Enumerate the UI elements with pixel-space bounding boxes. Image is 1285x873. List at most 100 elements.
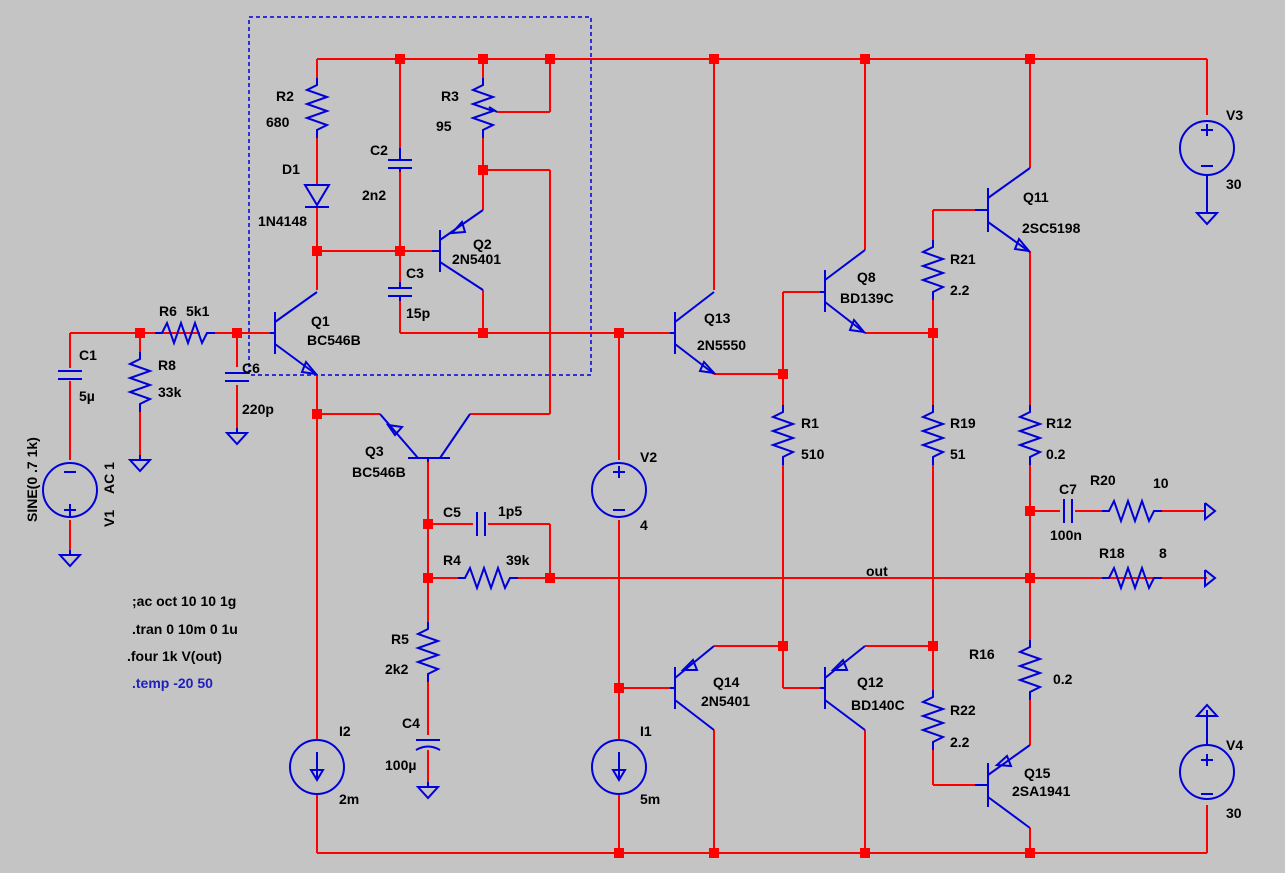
q13-value: 2N5550 <box>697 337 746 353</box>
q13-ref: Q13 <box>704 310 731 326</box>
junction-dot <box>545 573 555 583</box>
c5-ref: C5 <box>443 504 461 520</box>
r19-symbol <box>919 405 947 465</box>
junction-dot <box>1025 506 1035 516</box>
junction-dot <box>423 573 433 583</box>
v4-value: 30 <box>1226 805 1242 821</box>
r18-ref: R18 <box>1099 545 1125 561</box>
r1-ref: R1 <box>801 415 819 431</box>
r12-symbol <box>1016 405 1044 465</box>
r19-ref: R19 <box>950 415 976 431</box>
junction-dot <box>614 328 624 338</box>
r5-value: 2k2 <box>385 661 409 677</box>
ground-icon <box>1196 207 1218 225</box>
r2-value: 680 <box>266 114 290 130</box>
r6-ref: R6 <box>159 303 177 319</box>
junction-dot <box>614 848 624 858</box>
r4-value: 39k <box>506 552 530 568</box>
junction-dot <box>545 54 555 64</box>
q15-symbol <box>975 744 1031 829</box>
junctions <box>135 54 1035 858</box>
net-label-out: out <box>866 563 888 579</box>
i2-value: 2m <box>339 791 359 807</box>
c7-symbol <box>1063 499 1073 523</box>
q11-value: 2SC5198 <box>1022 220 1081 236</box>
r21-symbol <box>919 240 947 300</box>
junction-dot <box>614 683 624 693</box>
q8-symbol <box>820 249 867 334</box>
q12-value: BD140C <box>851 697 905 713</box>
r12-value: 0.2 <box>1046 446 1066 462</box>
d1-value: 1N4148 <box>258 213 307 229</box>
q1-ref: Q1 <box>311 313 330 329</box>
c3-value: 15p <box>406 305 430 321</box>
v4-symbol <box>1179 716 1235 800</box>
q2-value: 2N5401 <box>452 251 501 267</box>
r5-symbol <box>414 622 442 682</box>
q2-symbol <box>432 209 484 291</box>
c7-value: 100n <box>1050 527 1082 543</box>
q11-symbol <box>975 167 1032 253</box>
q3-symbol <box>379 413 471 462</box>
r8-ref: R8 <box>158 357 176 373</box>
c1-symbol <box>58 370 82 380</box>
r6-symbol <box>155 319 215 347</box>
q8-value: BD139C <box>840 290 894 306</box>
junction-dot <box>1025 848 1035 858</box>
directive-ac: ;ac oct 10 10 1g <box>132 593 236 609</box>
q12-ref: Q12 <box>857 674 884 690</box>
i1-symbol <box>591 739 647 795</box>
c6-value: 220p <box>242 401 274 417</box>
q14-symbol <box>670 645 715 731</box>
q3-ref: Q3 <box>365 443 384 459</box>
component-labels: R2 680 D1 1N4148 C2 2n2 R3 95 Q2 2N5401 … <box>24 88 1243 821</box>
q15-value: 2SA1941 <box>1012 783 1071 799</box>
q8-ref: Q8 <box>857 269 876 285</box>
r12-ref: R12 <box>1046 415 1072 431</box>
directive-temp: .temp -20 50 <box>132 675 213 691</box>
i1-ref: I1 <box>640 723 652 739</box>
ground-icon <box>129 454 151 472</box>
i1-value: 5m <box>640 791 660 807</box>
ground-icon-inverted <box>1194 703 1220 717</box>
q13-symbol <box>670 291 717 375</box>
junction-dot <box>778 369 788 379</box>
i2-ref: I2 <box>339 723 351 739</box>
v3-ref: V3 <box>1226 107 1243 123</box>
ground-symbols <box>59 207 1220 799</box>
v2-value: 4 <box>640 517 648 533</box>
spice-directives: ;ac oct 10 10 1g .tran 0 10m 0 1u .four … <box>127 593 238 691</box>
junction-dot <box>860 848 870 858</box>
port-arrow-icon <box>1204 502 1216 520</box>
v1-value: SINE(0 .7 1k) <box>24 437 40 522</box>
r22-ref: R22 <box>950 702 976 718</box>
junction-dot <box>312 246 322 256</box>
q2-ref: Q2 <box>473 236 492 252</box>
r3-value: 95 <box>436 118 452 134</box>
v4-ref: V4 <box>1226 737 1243 753</box>
v1-symbol <box>42 462 98 518</box>
r20-ref: R20 <box>1090 472 1116 488</box>
directive-four: .four 1k V(out) <box>127 648 222 664</box>
junction-dot <box>423 519 433 529</box>
c6-symbol <box>225 372 249 382</box>
component-symbols <box>42 78 1235 829</box>
c5-symbol <box>476 512 486 536</box>
q15-ref: Q15 <box>1024 765 1051 781</box>
c1-ref: C1 <box>79 347 97 363</box>
junction-dot <box>709 54 719 64</box>
c5-value: 1p5 <box>498 503 522 519</box>
directive-tran: .tran 0 10m 0 1u <box>132 621 238 637</box>
c3-symbol <box>388 282 412 301</box>
junction-dot <box>709 848 719 858</box>
d1-ref: D1 <box>282 161 300 177</box>
r18-value: 8 <box>1159 545 1167 561</box>
ground-icon <box>417 781 439 799</box>
q3-value: BC546B <box>352 464 406 480</box>
q1-value: BC546B <box>307 332 361 348</box>
r8-symbol <box>126 352 154 412</box>
q11-ref: Q11 <box>1023 189 1049 205</box>
c6-ref: C6 <box>242 360 260 376</box>
r21-value: 2.2 <box>950 282 970 298</box>
